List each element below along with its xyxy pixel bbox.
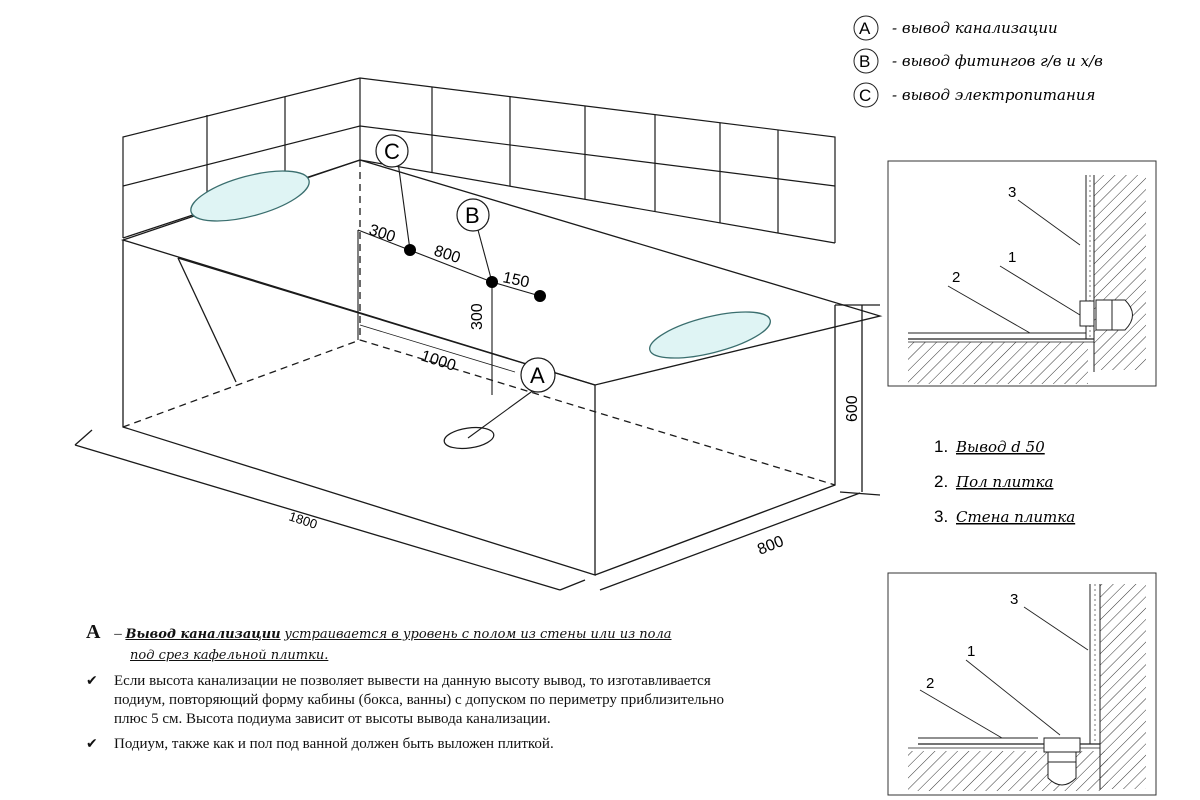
legend-letter-a: A [859, 19, 871, 38]
check-icon: ✔ [86, 673, 98, 689]
note-a-dash: – [114, 626, 122, 642]
drain-ellipse [443, 426, 495, 450]
detail-top-label-1: 1 [1008, 249, 1016, 266]
legend-letter-c: C [859, 86, 871, 105]
note-a-letter: A [86, 621, 101, 643]
detail-bottom-label-1: 1 [967, 643, 975, 660]
note-a: A – Вывод канализации устраивается в уро… [86, 622, 786, 666]
legend: A - вывод канализации B - вывод фитингов… [853, 15, 1103, 108]
nozzle-right-ellipse [649, 311, 771, 359]
detail-top-label-2: 2 [952, 269, 960, 286]
note-bullet-2-text: Подиум, также как и пол под ванной долже… [114, 736, 554, 752]
list-text-3: Стена плитка [956, 508, 1075, 526]
dim-1800: 1800 [287, 509, 319, 532]
note-a-rest: устраивается в уровень с полом из стены … [284, 627, 672, 642]
dim-150: 150 [501, 269, 531, 291]
list-num-3: 3. [934, 507, 948, 526]
note-a-title: Вывод канализации [125, 627, 281, 642]
nozzle-left-ellipse [190, 170, 310, 222]
marker-c: C [375, 134, 409, 168]
marker-b-label: B [465, 203, 480, 228]
dim-800-depth: 800 [755, 533, 786, 559]
list-text-2: Пол плитка [955, 473, 1053, 491]
detail-bottom-label-2: 2 [926, 675, 934, 692]
marker-a-label: A [530, 363, 545, 388]
legend-text-b: - вывод фитингов г/в и х/в [892, 52, 1103, 70]
check-icon: ✔ [86, 736, 98, 752]
notes: A – Вывод канализации устраивается в уро… [86, 622, 786, 754]
detail-top: 3 1 2 [887, 160, 1157, 387]
marker-a: A [520, 357, 556, 393]
connection-point-b2 [534, 290, 546, 302]
note-bullet-1-text: Если высота канализации не позволяет выв… [114, 673, 725, 727]
legend-item-c: C - вывод электропитания [853, 82, 1095, 108]
note-a-line2: под срез кафельной плитки. [130, 648, 329, 663]
numbered-list: 1. Вывод d 50 2. Пол плитка 3. Стена пли… [934, 437, 1075, 526]
dim-600: 600 [844, 395, 861, 422]
legend-text-c: - вывод электропитания [892, 86, 1095, 104]
marker-b: B [456, 198, 490, 232]
dim-1000: 1000 [419, 348, 458, 375]
legend-item-b: B - вывод фитингов г/в и х/в [853, 48, 1103, 74]
dimension-lines [357, 161, 541, 439]
marker-c-label: C [384, 139, 400, 164]
list-text-1: Вывод d 50 [955, 438, 1045, 456]
connection-point-b [486, 276, 498, 288]
detail-bottom: 3 1 2 [887, 572, 1157, 796]
list-num-1: 1. [934, 437, 948, 456]
legend-text-a: - вывод канализации [892, 19, 1058, 37]
dim-300-top: 300 [367, 222, 398, 246]
dim-800: 800 [432, 243, 463, 267]
legend-item-a: A - вывод канализации [853, 15, 1058, 41]
note-bullet-2: ✔ Подиум, также как и пол под ванной дол… [86, 735, 754, 754]
note-bullet-1: ✔ Если высота канализации не позволяет в… [86, 672, 754, 729]
legend-letter-b: B [859, 52, 870, 71]
detail-top-label-3: 3 [1008, 184, 1016, 201]
dim-300-vertical: 300 [469, 303, 486, 330]
detail-bottom-label-3: 3 [1010, 591, 1018, 608]
connection-point-c [404, 244, 416, 256]
list-num-2: 2. [934, 472, 948, 491]
